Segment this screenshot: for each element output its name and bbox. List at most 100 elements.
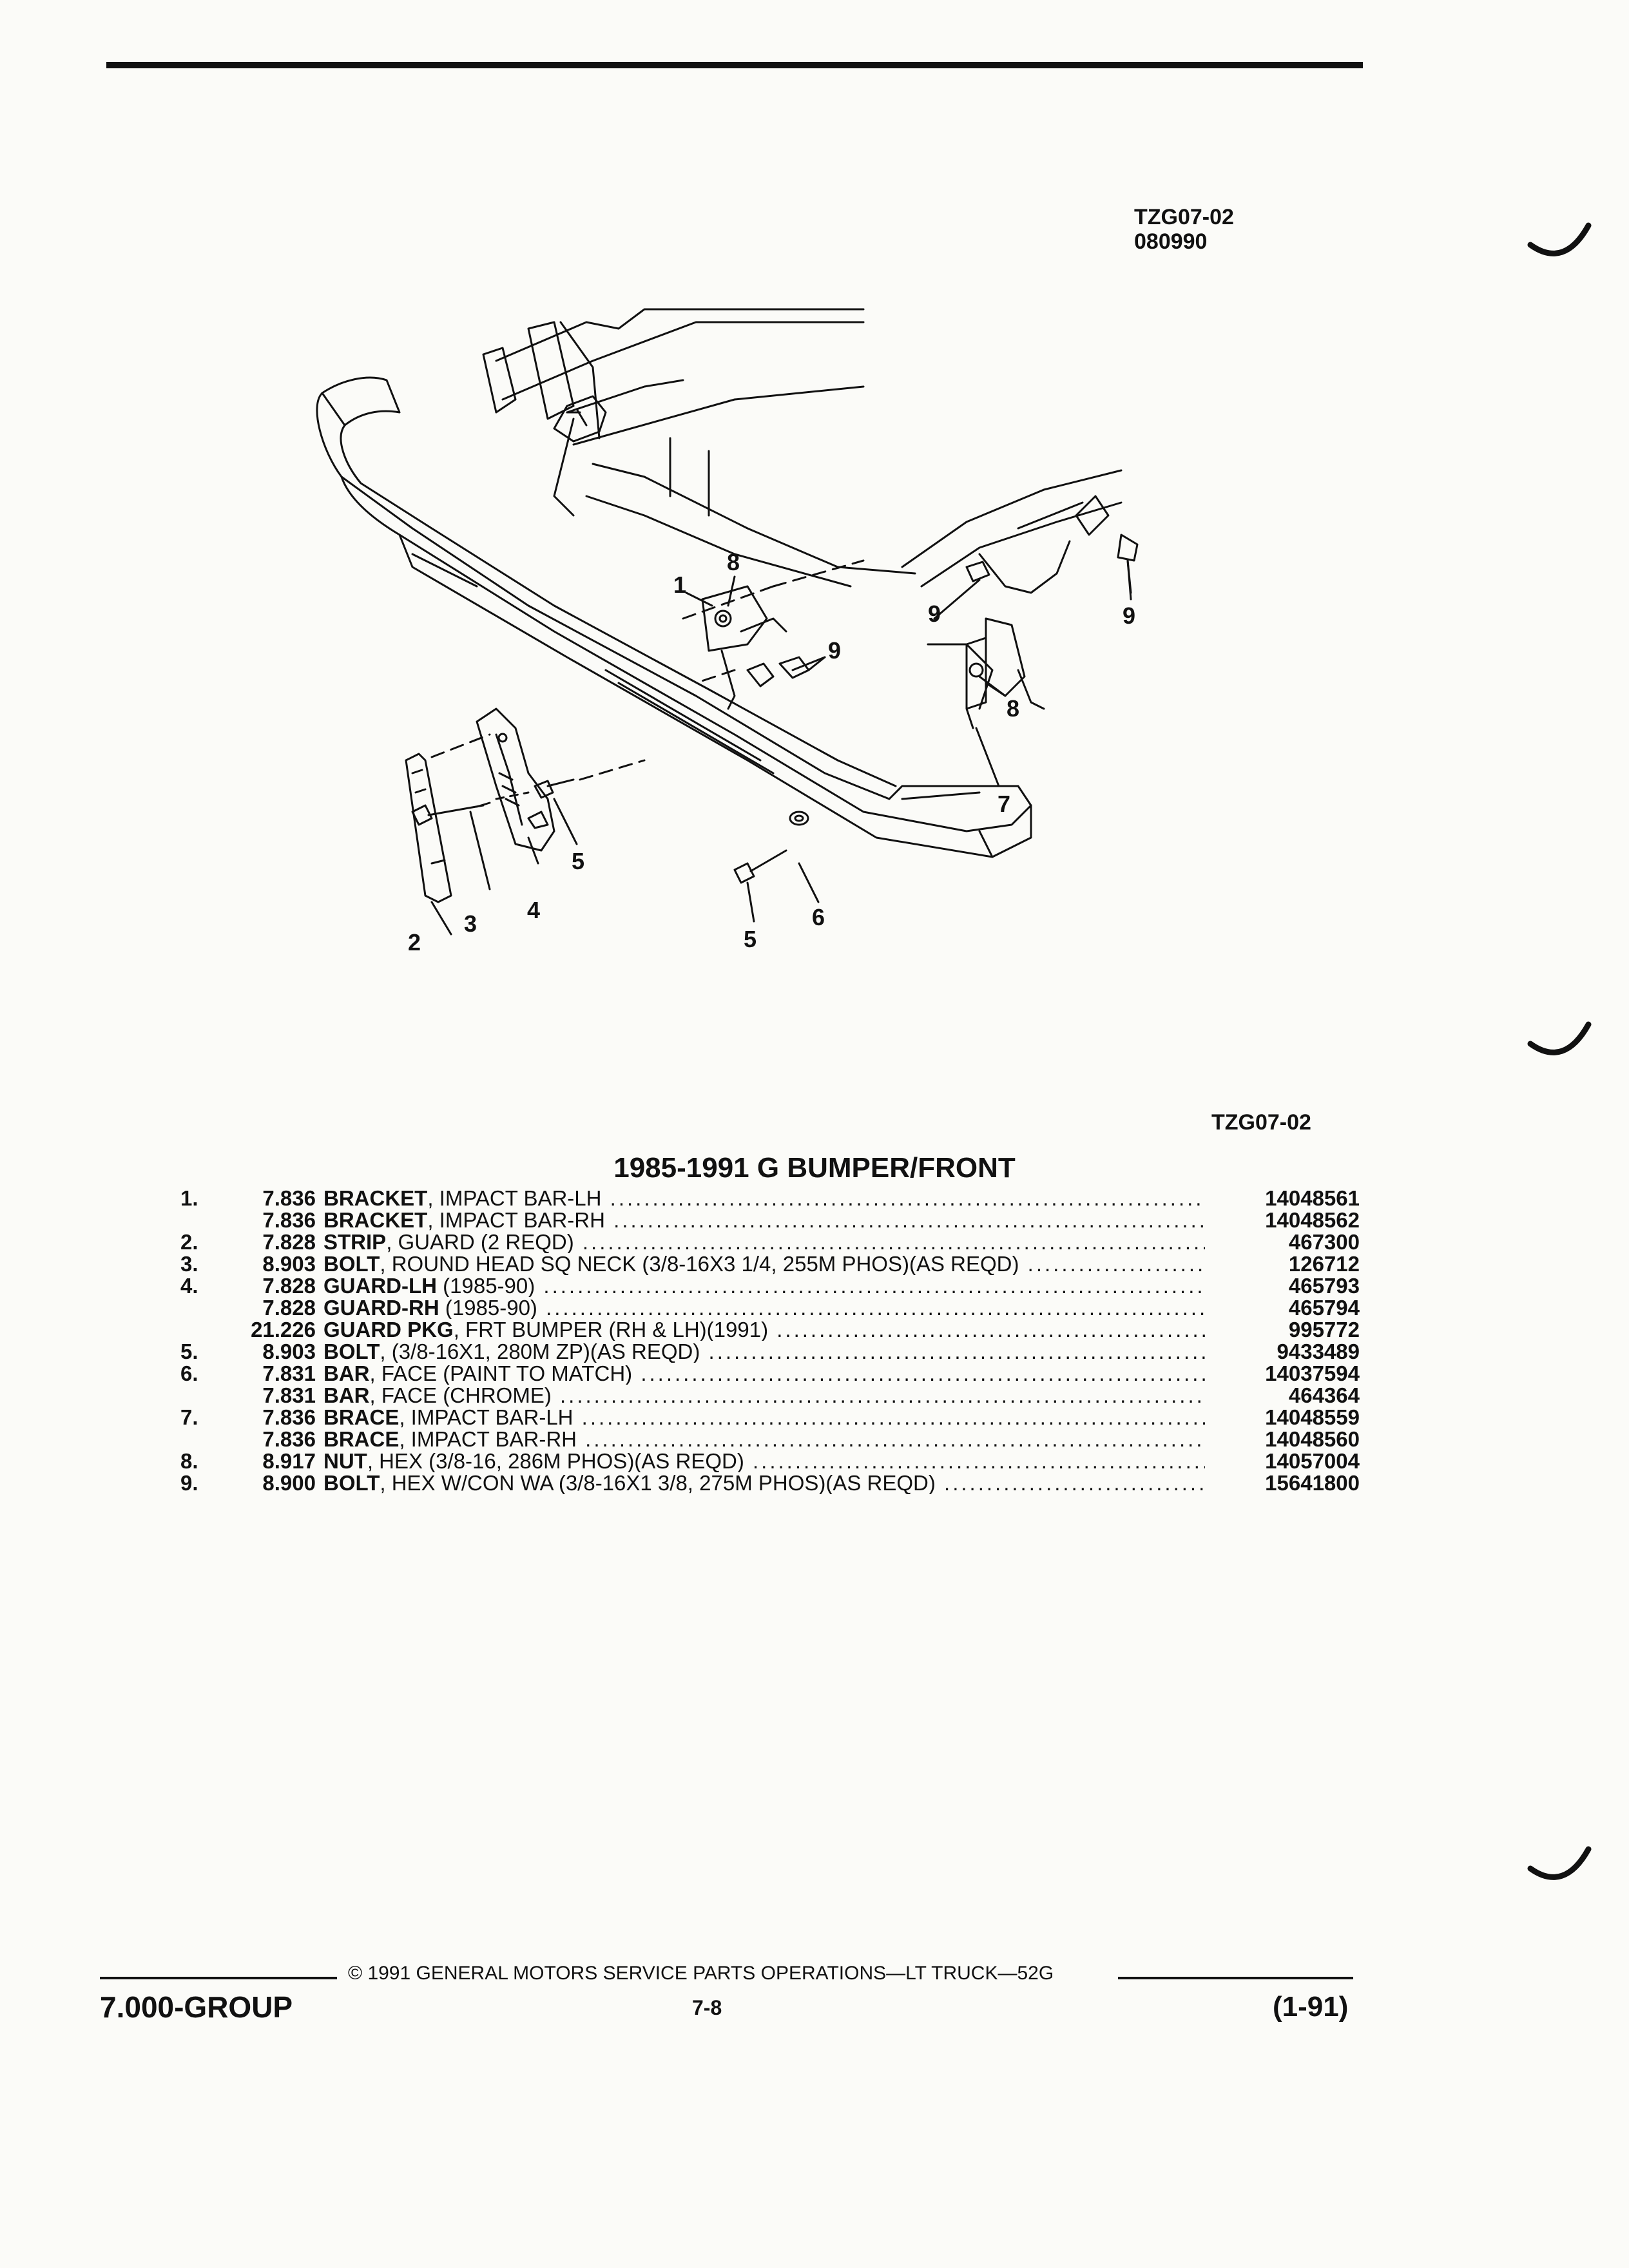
part-description: BOLT, ROUND HEAD SQ NECK (3/8-16X3 1/4, …	[323, 1253, 1205, 1275]
part-detail: (1985-90)	[436, 1275, 535, 1297]
revision-date: (1-91)	[1273, 1991, 1349, 2023]
part-description: BAR, FACE (CHROME)	[323, 1385, 1205, 1407]
part-detail: , IMPACT BAR-RH	[399, 1428, 577, 1450]
callout-9: 9	[828, 637, 841, 664]
part-number: 467300	[1211, 1231, 1360, 1253]
part-detail: , IMPACT BAR-RH	[427, 1209, 605, 1231]
group-number: 7.828	[262, 1230, 316, 1254]
parts-list-row: 5. 8.903 BOLT, (3/8-16X1, 280M ZP)(AS REQD…	[180, 1341, 1360, 1363]
item-number: 3.	[180, 1252, 198, 1276]
part-detail: , FACE (CHROME)	[369, 1385, 552, 1407]
parts-list-row: 2. 7.828 STRIP, GUARD (2 REQD) 467300	[180, 1231, 1360, 1253]
part-name: STRIP	[323, 1231, 387, 1253]
part-description: GUARD PKG, FRT BUMPER (RH & LH)(1991)	[323, 1319, 1205, 1341]
top-rule	[106, 62, 1363, 68]
part-detail: , ROUND HEAD SQ NECK (3/8-16X3 1/4, 255M…	[380, 1253, 1019, 1275]
item-number: 9.	[180, 1471, 198, 1495]
part-detail: , IMPACT BAR-LH	[399, 1407, 574, 1428]
part-description: BOLT, (3/8-16X1, 280M ZP)(AS REQD)	[323, 1341, 1205, 1363]
part-name: BOLT	[323, 1472, 380, 1494]
part-name: NUT	[323, 1450, 367, 1472]
reference-date: 080990	[1134, 229, 1208, 254]
frame-structure	[482, 308, 1123, 710]
footer-rule-left	[100, 1977, 337, 1979]
page-number: 7-8	[692, 1996, 722, 2019]
parts-list-row: 8. 8.917 NUT, HEX (3/8-16, 286M PHOS)(AS R…	[180, 1450, 1360, 1472]
part-name: BOLT	[323, 1253, 380, 1275]
callout-9: 9	[928, 601, 941, 627]
part-detail: , FACE (PAINT TO MATCH)	[369, 1363, 633, 1385]
part-number: 14048561	[1211, 1187, 1360, 1209]
margin-mark	[1527, 1846, 1592, 1880]
callout-3: 3	[464, 910, 477, 937]
margin-mark	[1527, 1021, 1592, 1055]
part-detail: , GUARD (2 REQD)	[386, 1231, 574, 1253]
impact-bar-brace	[965, 533, 1139, 729]
exploded-parts-diagram: 1 2 3 4 5 5 6 7 8 8 9 9 9	[316, 308, 1139, 956]
item-number: 2.	[180, 1230, 198, 1254]
parts-list-row: 9. 8.900 BOLT, HEX W/CON WA (3/8-16X1 3/8,…	[180, 1472, 1360, 1494]
item-number: 6.	[180, 1361, 198, 1385]
bumper-face-bar	[316, 376, 1032, 858]
part-description: BOLT, HEX W/CON WA (3/8-16X1 3/8, 275M P…	[323, 1472, 1205, 1494]
part-name: BRACKET	[323, 1187, 428, 1209]
part-detail: , FRT BUMPER (RH & LH)(1991)	[453, 1319, 769, 1341]
part-description: STRIP, GUARD (2 REQD)	[323, 1231, 1205, 1253]
part-description: GUARD-LH (1985-90)	[323, 1275, 1205, 1297]
callout-4: 4	[527, 897, 540, 923]
callout-leaders	[430, 559, 1132, 936]
part-name: GUARD PKG	[323, 1319, 454, 1341]
part-number: 15641800	[1211, 1472, 1360, 1494]
bolts	[411, 759, 787, 884]
part-description: BRACKET, IMPACT BAR-LH	[323, 1187, 1205, 1209]
callout-5: 5	[572, 848, 584, 874]
callout-9: 9	[1123, 602, 1135, 629]
group-number: 8.903	[262, 1340, 316, 1363]
part-detail: , HEX (3/8-16, 286M PHOS)(AS REQD)	[367, 1450, 744, 1472]
item-number: 7.	[180, 1405, 198, 1429]
callout-8: 8	[727, 549, 740, 575]
group-label: 7.000-GROUP	[100, 1990, 293, 2024]
part-description: GUARD-RH (1985-90)	[323, 1297, 1205, 1319]
callout-7: 7	[998, 791, 1010, 817]
part-name: BRACE	[323, 1428, 400, 1450]
part-description: BAR, FACE (PAINT TO MATCH)	[323, 1363, 1205, 1385]
group-number: 7.836	[262, 1427, 316, 1451]
group-number: 7.836	[262, 1186, 316, 1210]
copyright-notice: © 1991 GENERAL MOTORS SERVICE PARTS OPER…	[348, 1963, 1054, 1984]
group-number: 8.900	[262, 1471, 316, 1495]
part-number: 14048562	[1211, 1209, 1360, 1231]
illustration-reference: TZG07-02 080990	[1134, 205, 1234, 254]
part-number: 9433489	[1211, 1341, 1360, 1363]
part-number: 126712	[1211, 1253, 1360, 1275]
item-number: 5.	[180, 1340, 198, 1363]
bumper-guard	[476, 707, 555, 852]
part-description: BRACE, IMPACT BAR-RH	[323, 1428, 1205, 1450]
part-name: BAR	[323, 1363, 370, 1385]
item-number: 8.	[180, 1449, 198, 1473]
group-number: 7.828	[262, 1274, 316, 1298]
part-name: GUARD-RH	[323, 1297, 439, 1319]
group-number: 8.917	[262, 1449, 316, 1473]
callout-1: 1	[673, 572, 686, 598]
margin-mark	[1527, 222, 1592, 256]
part-name: BOLT	[323, 1341, 380, 1363]
part-detail: , (3/8-16X1, 280M ZP)(AS REQD)	[380, 1341, 700, 1363]
part-number: 14048560	[1211, 1428, 1360, 1450]
part-name: BAR	[323, 1385, 370, 1407]
part-number: 995772	[1211, 1319, 1360, 1341]
part-name: BRACKET	[323, 1209, 428, 1231]
section-title: 1985-1991 G BUMPER/FRONT	[613, 1152, 1016, 1184]
reference-code: TZG07-02	[1134, 205, 1234, 229]
part-number: 14037594	[1211, 1363, 1360, 1385]
footer-rule-right	[1118, 1977, 1353, 1979]
group-number: 21.226	[251, 1318, 316, 1341]
